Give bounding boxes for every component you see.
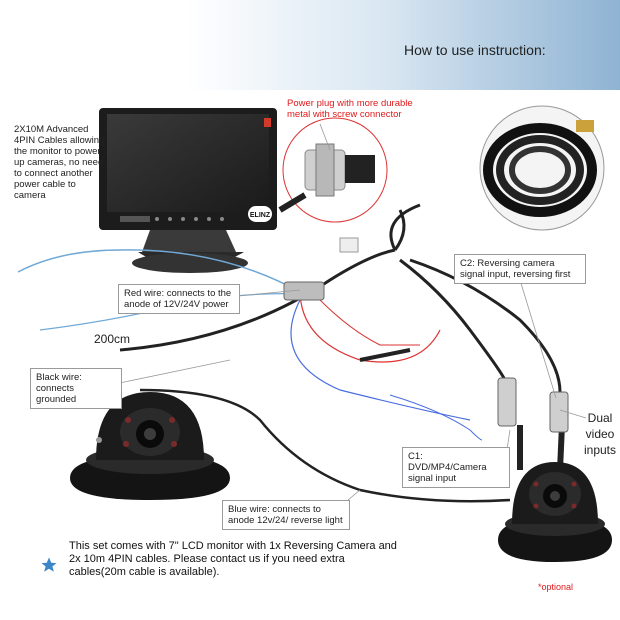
- dual-video-label: Dual video inputs: [583, 411, 617, 457]
- star-icon: [41, 557, 57, 572]
- camera-left: [70, 392, 230, 500]
- cable-coil-closeup: [479, 105, 605, 231]
- header-banner: How to use instruction:: [0, 0, 620, 90]
- cables: [17, 203, 569, 503]
- red-wire-callout: Red wire: connects to the anode of 12V/2…: [118, 284, 240, 314]
- c1-callout: C1: DVD/MP4/Camera signal input: [402, 447, 510, 488]
- cables-note: 2X10M Advanced 4PIN Cables allowing the …: [14, 124, 105, 201]
- elinz-logo: ELINZ: [248, 206, 272, 222]
- black-wire-callout: Black wire: connects grounded: [30, 368, 122, 409]
- optional-note: *optional: [538, 582, 574, 592]
- camera-right: [498, 462, 612, 562]
- blue-wire-callout: Blue wire: connects to anode 12v/24/ rev…: [222, 500, 350, 530]
- brand-logo: ELINZ: [250, 212, 271, 219]
- cable-length-label: 200cm: [94, 332, 131, 346]
- page-title: How to use instruction:: [404, 42, 546, 58]
- power-plug-note: Power plug with more durable metal with …: [287, 98, 413, 120]
- footer-note: This set comes with 7" LCD monitor with …: [69, 540, 397, 578]
- power-plug-closeup: [278, 117, 388, 223]
- c2-callout: C2: Reversing camera signal input, rever…: [454, 254, 586, 284]
- lcd-monitor: [99, 108, 277, 273]
